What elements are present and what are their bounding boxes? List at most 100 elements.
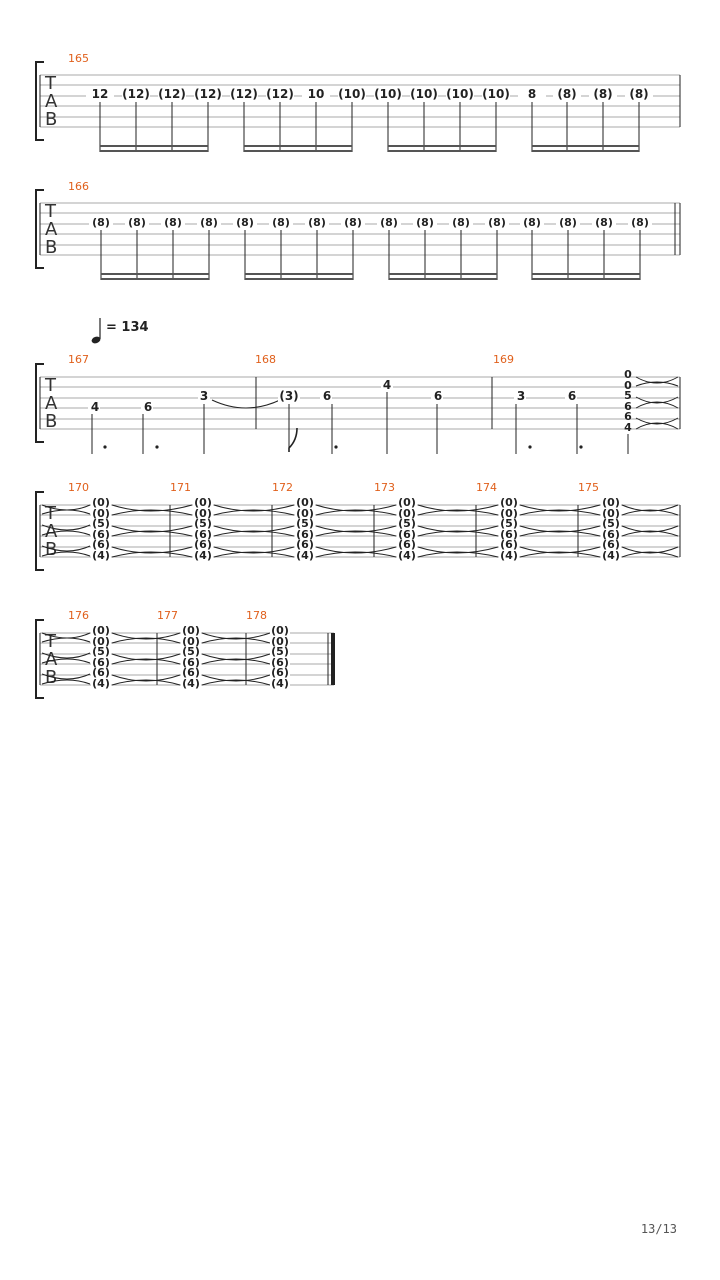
- measure-number: 177: [157, 609, 178, 622]
- fret-number: (0): [92, 635, 110, 648]
- fret-numbers: 4 6 3 (3) 6 4 6 3 6: [88, 378, 577, 414]
- fret-number: 5: [624, 389, 632, 402]
- tab-clef-a: A: [45, 91, 58, 112]
- staff-lines: [40, 202, 680, 256]
- system-5: T A B 176 177 178 (0) (0) (5) (6) (6) (4…: [35, 609, 335, 699]
- fret-number: 12: [92, 87, 109, 101]
- fret-number: (4): [271, 677, 289, 690]
- fret-number: (6): [92, 538, 110, 551]
- fret-number: (8): [559, 216, 577, 229]
- fret-number: 4: [624, 421, 632, 434]
- tab-clef-t: T: [44, 73, 57, 94]
- fret-number: (8): [416, 216, 434, 229]
- fret-number: (0): [271, 635, 289, 648]
- fret-number: (4): [194, 549, 212, 562]
- fret-number: (6): [602, 538, 620, 551]
- fret-numbers: 12 (12) (12) (12) (12) (12) 10 (10) (10)…: [86, 87, 653, 101]
- fret-number: (6): [182, 656, 200, 669]
- fret-number: 3: [517, 389, 525, 403]
- fret-number: 10: [308, 87, 325, 101]
- fret-number: (8): [128, 216, 146, 229]
- dotted-rhythm: [103, 445, 583, 449]
- tab-clef-a: A: [45, 521, 58, 542]
- fret-number: (0): [296, 496, 314, 509]
- measure-number: 174: [476, 481, 497, 494]
- fret-number: (4): [92, 549, 110, 562]
- fret-number: (6): [398, 538, 416, 551]
- fret-number: (10): [482, 87, 510, 101]
- fret-number: (8): [629, 87, 648, 101]
- fret-number: 4: [383, 378, 391, 392]
- fret-number: (0): [92, 624, 110, 637]
- fret-number: (5): [500, 517, 518, 530]
- quarter-note-icon: [91, 336, 101, 344]
- fret-number: (8): [200, 216, 218, 229]
- fret-numbers: (8) (8) (8) (8) (8) (8) (8) (8) (8) (8) …: [89, 215, 652, 229]
- chord-172: (0) (0) (5) (6) (6) (4): [295, 496, 315, 562]
- fret-number: (8): [236, 216, 254, 229]
- fret-number: (8): [488, 216, 506, 229]
- tab-clef-b: B: [45, 411, 57, 432]
- staff-lines: [40, 376, 680, 430]
- fret-number: (0): [602, 496, 620, 509]
- fret-number: (8): [595, 216, 613, 229]
- fret-number: (5): [194, 517, 212, 530]
- fret-number: (0): [398, 496, 416, 509]
- tab-clef-a: A: [45, 649, 58, 670]
- fret-number: (10): [410, 87, 438, 101]
- tab-clef-a: A: [45, 219, 58, 240]
- fret-number: (6): [296, 538, 314, 551]
- fret-number: (4): [398, 549, 416, 562]
- fret-number: (6): [500, 538, 518, 551]
- beams: [100, 145, 639, 152]
- fret-number: (10): [374, 87, 402, 101]
- measure-number: 170: [68, 481, 89, 494]
- tab-clef-a: A: [45, 393, 58, 414]
- measure-number: 178: [246, 609, 267, 622]
- fret-number: (8): [380, 216, 398, 229]
- fret-number: (12): [266, 87, 294, 101]
- tie: [211, 399, 281, 409]
- fret-number: (0): [500, 507, 518, 520]
- fret-number: (6): [182, 666, 200, 679]
- fret-number: (3): [279, 389, 298, 403]
- fret-number: (0): [182, 635, 200, 648]
- fret-number: (0): [296, 507, 314, 520]
- fret-number: (4): [500, 549, 518, 562]
- fret-number: (6): [271, 656, 289, 669]
- chord-171: (0) (0) (5) (6) (6) (4): [193, 496, 213, 562]
- fret-number: (4): [296, 549, 314, 562]
- measure-number: 173: [374, 481, 395, 494]
- fret-number: (12): [194, 87, 222, 101]
- chord-174: (0) (0) (5) (6) (6) (4): [499, 496, 519, 562]
- fret-number: (6): [92, 666, 110, 679]
- tab-clef-b: B: [45, 237, 57, 258]
- fret-number: (0): [182, 624, 200, 637]
- fret-number: (5): [602, 517, 620, 530]
- fret-number: (5): [296, 517, 314, 530]
- tempo-marking: = 134: [91, 318, 149, 344]
- measure-number: 175: [578, 481, 599, 494]
- measure-number: 166: [68, 180, 89, 193]
- fret-number: 3: [200, 389, 208, 403]
- fret-number: (10): [338, 87, 366, 101]
- chord-170: (0) (0) (5) (6) (6) (4): [91, 496, 111, 562]
- ties: [41, 632, 271, 686]
- system-2: T A B 166 (8) (8) (8) (8) (8) (8) (8: [35, 180, 681, 280]
- fret-number: 0: [624, 379, 632, 392]
- fret-number: (0): [398, 507, 416, 520]
- stems: [91, 392, 629, 454]
- measure-number: 171: [170, 481, 191, 494]
- fret-number: (8): [452, 216, 470, 229]
- fret-number: 4: [91, 400, 99, 414]
- fret-number: (8): [92, 216, 110, 229]
- chord-178: (0) (0) (5) (6) (6) (4): [270, 624, 290, 690]
- fret-number: (5): [92, 517, 110, 530]
- fret-number: (0): [92, 496, 110, 509]
- fret-number: (6): [194, 528, 212, 541]
- fret-number: (8): [164, 216, 182, 229]
- fret-number: (5): [398, 517, 416, 530]
- fret-number: (8): [631, 216, 649, 229]
- fret-number: 8: [528, 87, 536, 101]
- fret-number: 6: [568, 389, 576, 403]
